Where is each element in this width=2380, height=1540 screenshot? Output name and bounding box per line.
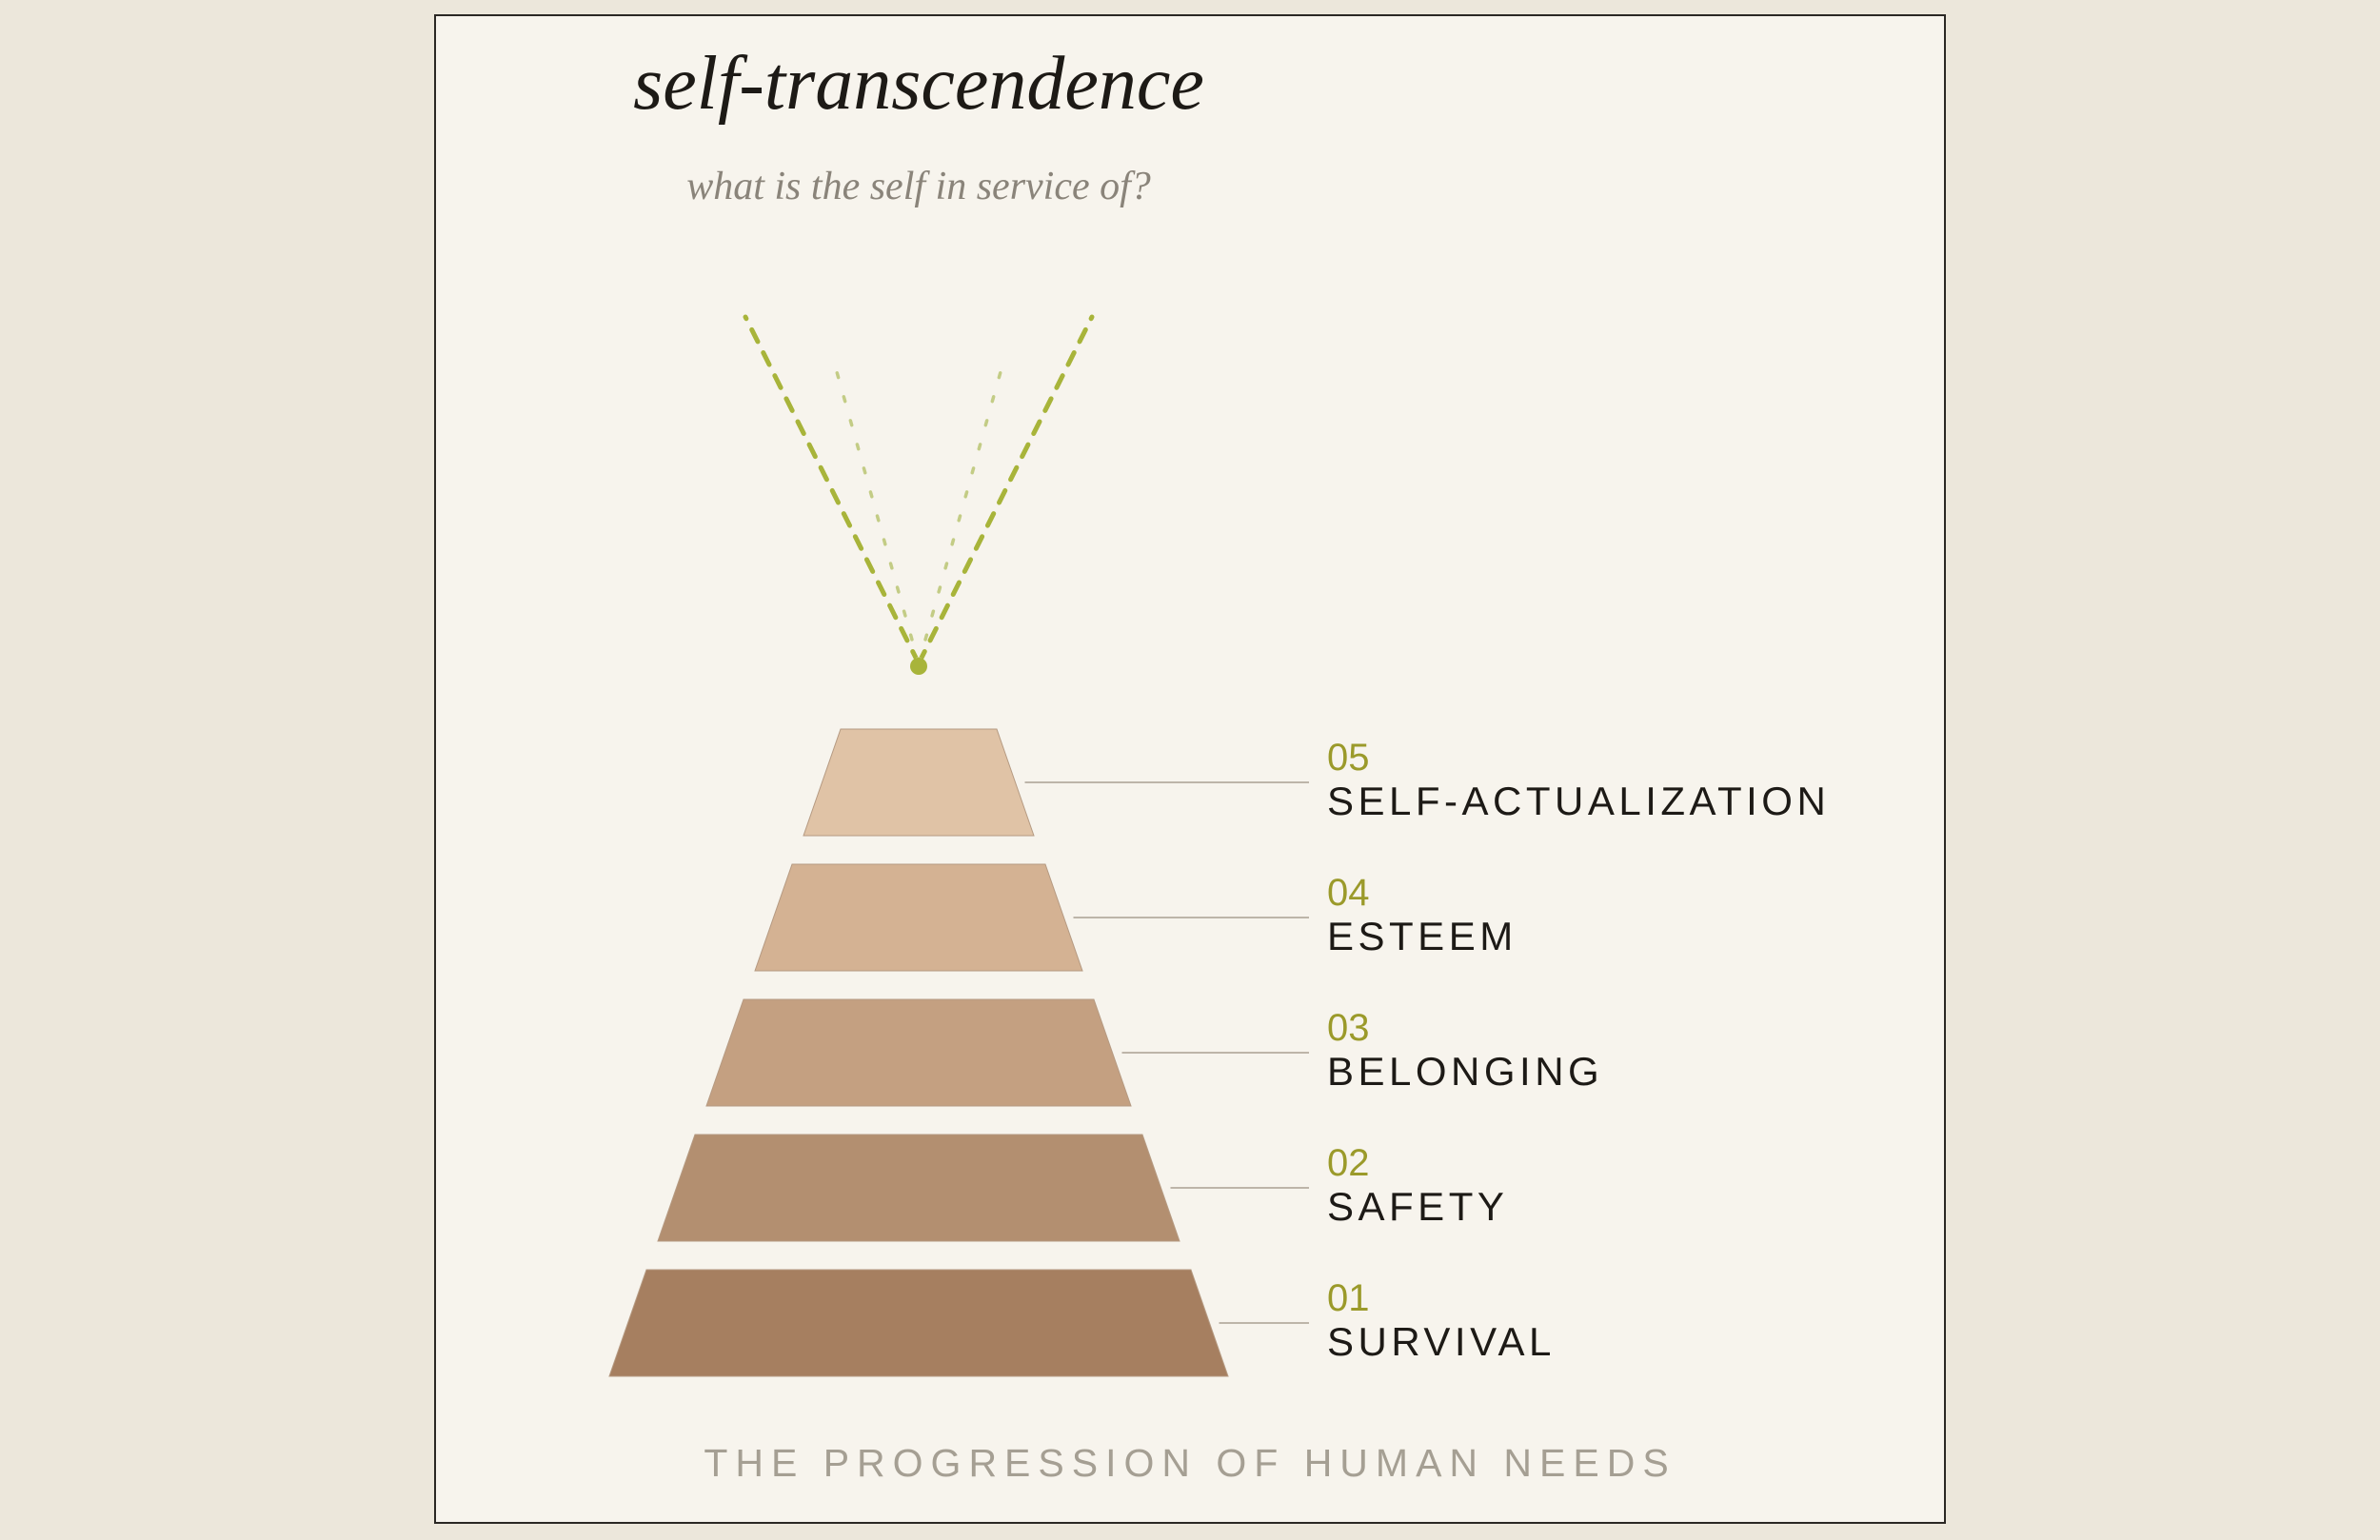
tier-number: 04 [1327, 872, 1370, 914]
apex-dot [910, 658, 927, 675]
tier-safety [657, 1134, 1180, 1242]
tier-label: ESTEEM [1327, 914, 1517, 958]
outer-left-ray [743, 314, 922, 666]
tier-label: SELF-ACTUALIZATION [1327, 779, 1830, 823]
inner-left-ray [830, 353, 921, 665]
tier-number: 02 [1327, 1142, 1370, 1184]
tier-number: 01 [1327, 1277, 1370, 1319]
diagram-title: self-transcendence [633, 42, 1204, 126]
tier-survival [608, 1269, 1229, 1377]
diagram-subtitle: what is the self in service of? [686, 165, 1151, 208]
tier-label: SAFETY [1327, 1184, 1508, 1229]
tier-label: BELONGING [1327, 1049, 1603, 1094]
tier-number: 03 [1327, 1007, 1370, 1049]
tier-belonging [705, 998, 1132, 1107]
pyramid-diagram: self-transcendence what is the self in s… [608, 42, 1830, 1485]
tier-number: 05 [1327, 737, 1370, 779]
outer-right-ray [916, 314, 1095, 666]
tier-label: SURVIVAL [1327, 1319, 1556, 1364]
tier-esteem [754, 863, 1083, 972]
tier-self-actualization [803, 728, 1035, 837]
diagram-footer: THE PROGRESSION OF HUMAN NEEDS [704, 1441, 1676, 1485]
transcendence-rays [743, 314, 1095, 675]
inner-right-ray [917, 353, 1007, 665]
diagram-card: self-transcendence what is the self in s… [434, 14, 1946, 1524]
